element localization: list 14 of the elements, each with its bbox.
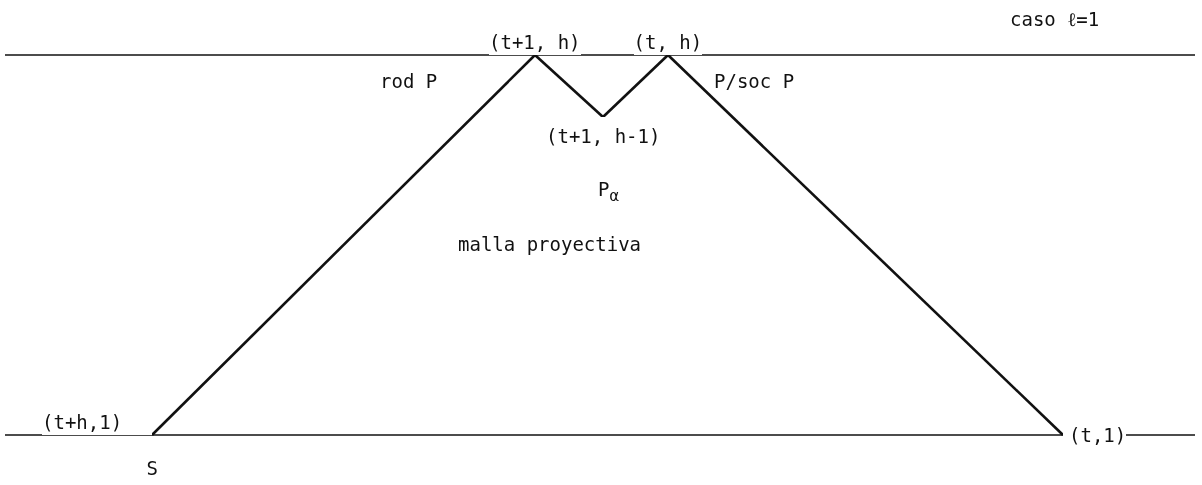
vertex-label: (t, h) (633, 31, 703, 55)
vertex-label: (t,1) (1063, 424, 1127, 446)
case-note: caso ℓ=1 (1010, 8, 1100, 30)
region-label: rod P (380, 70, 438, 92)
mesh-line (667, 54, 1064, 436)
region-label: P/soc P (714, 70, 795, 92)
mesh-line (534, 54, 604, 118)
vertex-label: (t+1, h) (489, 31, 581, 55)
vertex-label: (t+h,1) (42, 411, 153, 435)
mesh-line (602, 54, 669, 118)
vertex-caption: S (146, 457, 158, 479)
region-label: malla proyectiva (458, 233, 642, 255)
module-label: P$_{α}$ (598, 178, 619, 207)
mesh-line (151, 54, 536, 436)
